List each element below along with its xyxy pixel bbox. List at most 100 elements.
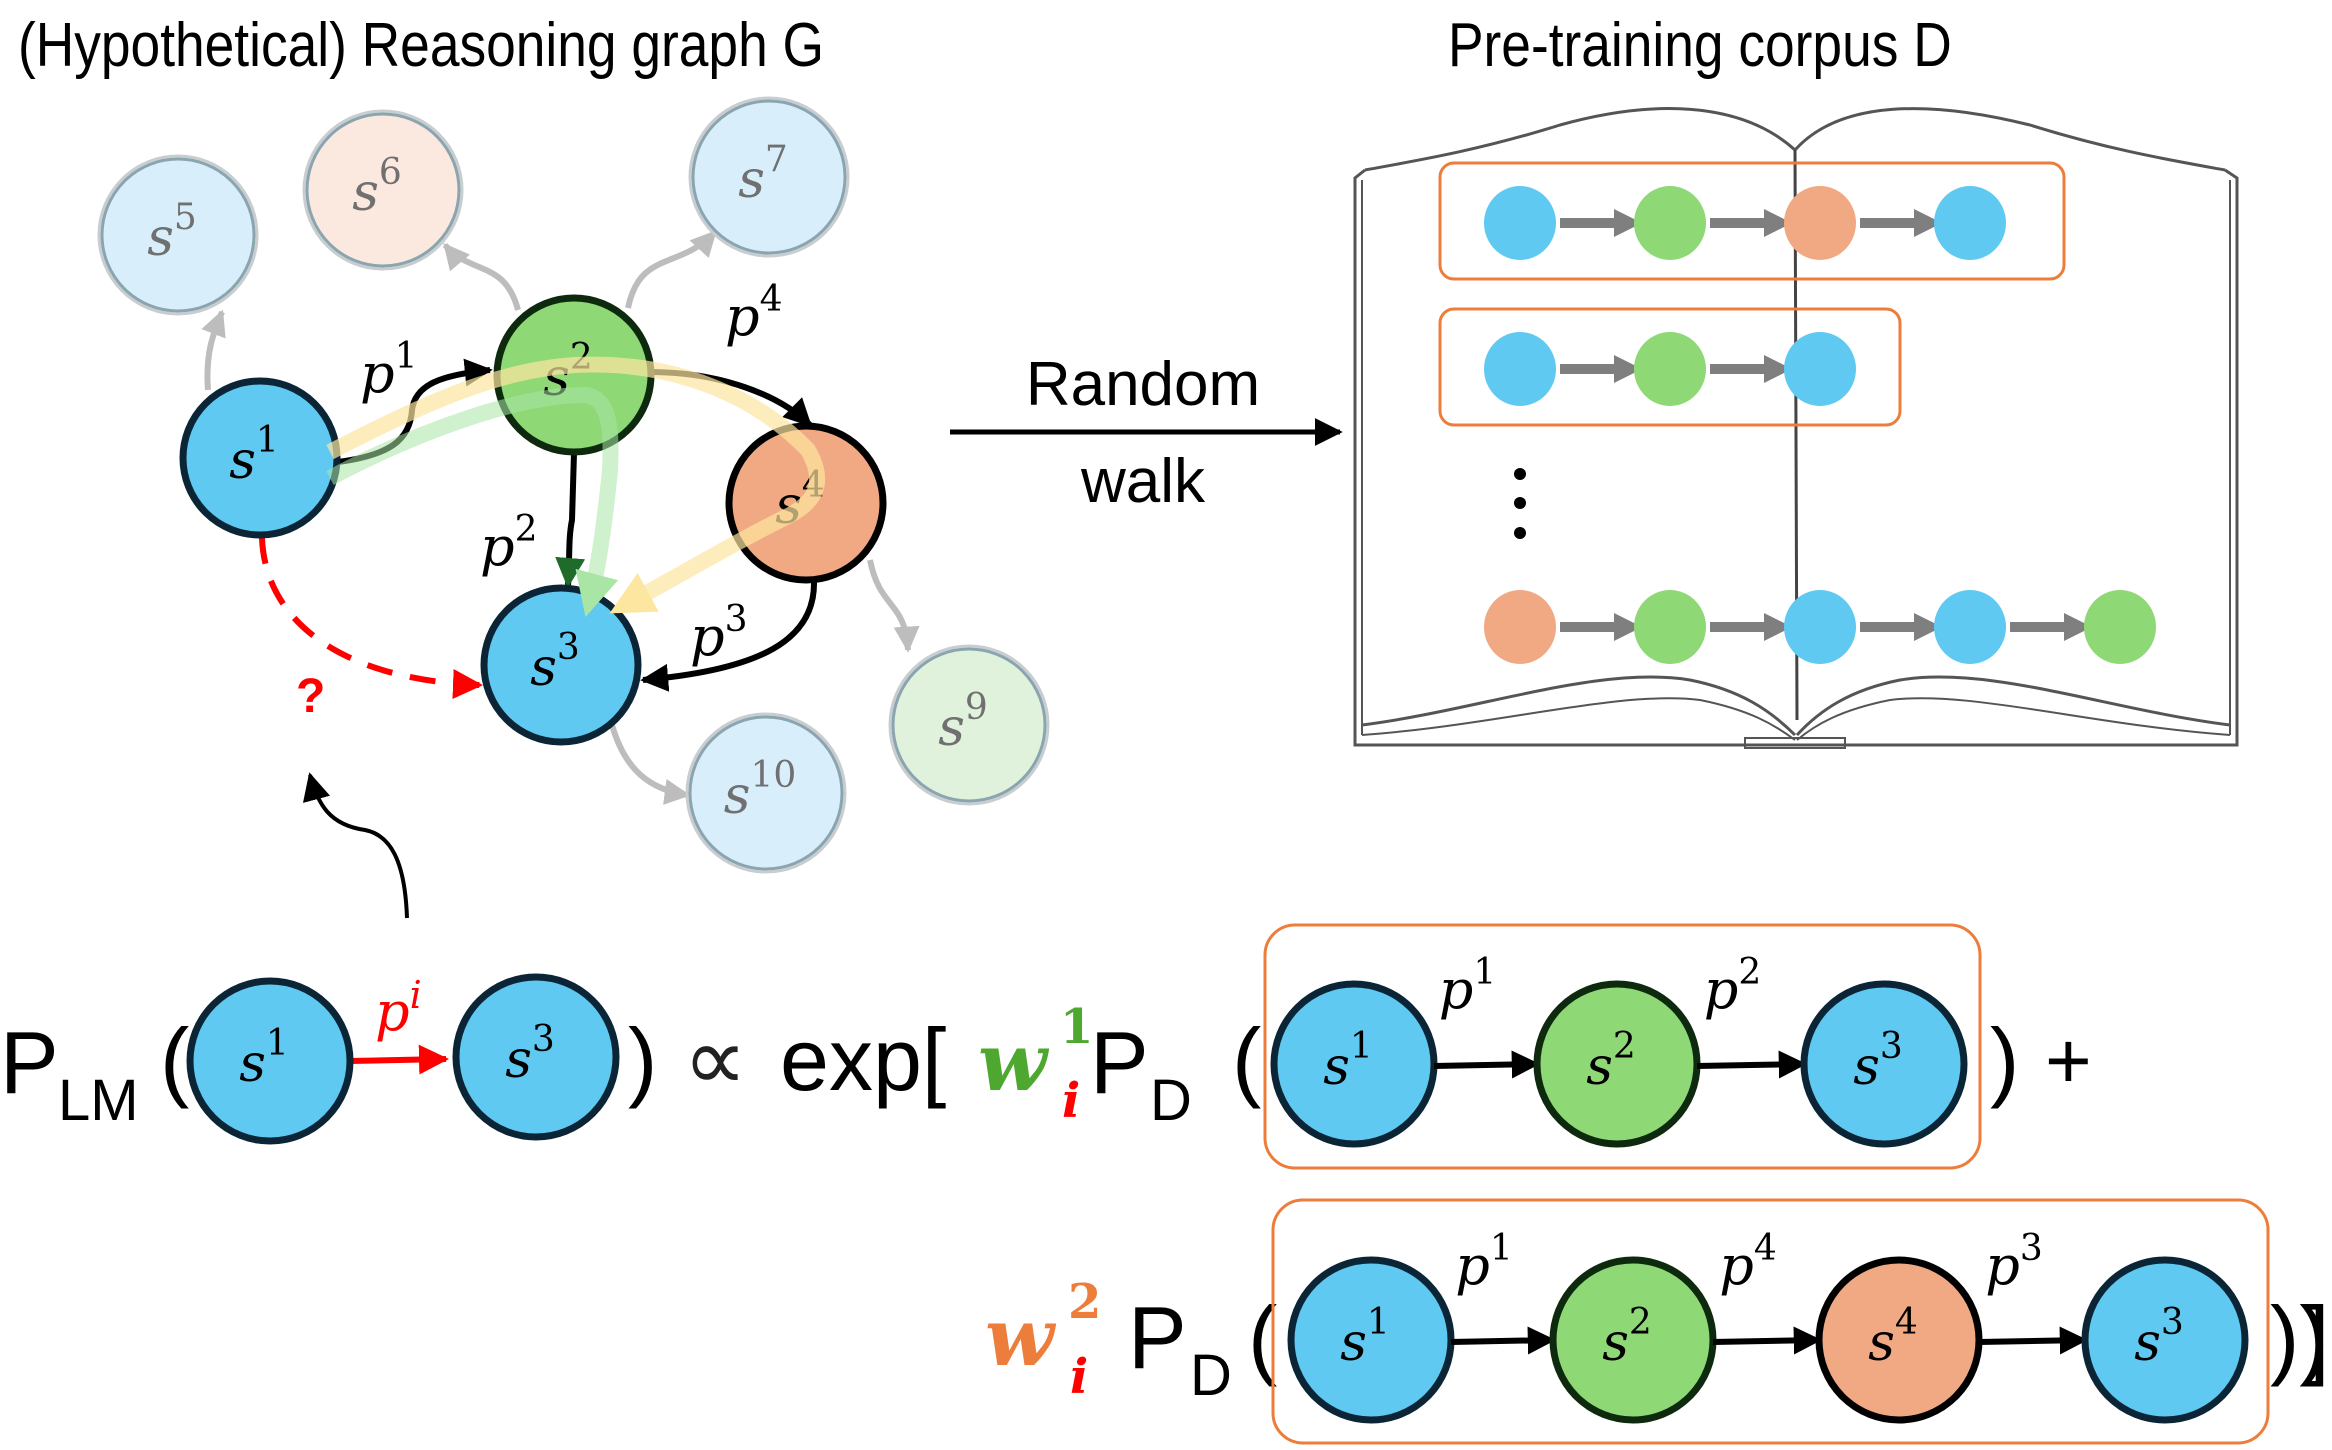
- weight-2-sup: 2: [1068, 1274, 1101, 1330]
- term1-edge-arrow: [1433, 1050, 1540, 1079]
- term2-node-s4-label: s4: [1868, 1302, 1918, 1373]
- corpus-token-orange: [1484, 590, 1556, 664]
- term2-node-s1: s1: [1287, 1256, 1455, 1424]
- term1-path-box: [1263, 923, 1982, 1170]
- corpus-token-blue: [1484, 332, 1556, 406]
- term2-path-box: [1271, 1198, 2270, 1445]
- question-mark: ?: [296, 670, 325, 723]
- book-binding: [1744, 737, 1846, 749]
- term1-node-s1: s1: [1270, 980, 1438, 1148]
- close-bracket: ]: [2305, 1288, 2329, 1387]
- random-walk-arrow: Random walk: [950, 350, 1343, 516]
- lhs-node-s3: s3: [452, 973, 620, 1141]
- book-bottom-right-pages: [1795, 675, 2231, 737]
- term1-edge-arrow: [1696, 1050, 1807, 1079]
- node-s9-halo: [888, 644, 1050, 806]
- term2-node-s3: s3: [2081, 1256, 2249, 1424]
- p-lm-subscript: LM: [58, 1068, 139, 1133]
- p-d-symbol-1: P: [1090, 1013, 1149, 1112]
- book-right-edge: [1800, 168, 2239, 747]
- corpus-token-green: [2084, 590, 2156, 664]
- corpus-token-green: [1634, 186, 1706, 260]
- edge-s1-s3-question: [259, 537, 483, 700]
- node-s9: s9: [888, 644, 1050, 806]
- random-walk-label-line2: walk: [1080, 447, 1206, 516]
- corpus-title: Pre-training corpus D: [1448, 11, 1952, 80]
- edge-s2-s3: [555, 452, 586, 588]
- corpus-token-blue: [1784, 590, 1856, 664]
- term1-node-s1-label: s1: [1323, 1026, 1373, 1097]
- node-s1-circle: [179, 377, 341, 539]
- term2-close-parens: )): [2270, 1288, 2329, 1387]
- term2-node-s3-circle: [2081, 1256, 2249, 1424]
- corpus-sequence-box: [1438, 307, 1902, 427]
- term2-edge-arrow: [1450, 1326, 1556, 1355]
- node-s6-circle: [305, 112, 461, 268]
- node-s5-circle: [100, 157, 256, 313]
- corpus-token-blue: [1484, 186, 1556, 260]
- book-top-right-page: [1793, 107, 2226, 172]
- edge-label-s2-s4: p4: [725, 279, 782, 348]
- book-top-left-page: [1364, 107, 1797, 172]
- lhs-open-paren: (: [160, 1010, 189, 1109]
- node-s9-circle: [891, 647, 1047, 803]
- term2-node-s2: s2: [1549, 1256, 1717, 1424]
- highlight-path-green: [326, 386, 619, 618]
- random-walk-label-line1: Random: [1026, 350, 1260, 419]
- plus-sign: +: [2045, 1016, 2092, 1105]
- term1-node-s3-label: s3: [1853, 1026, 1903, 1097]
- node-s5-label: s5: [147, 197, 197, 268]
- weight-1-sup: 1: [1060, 999, 1093, 1055]
- book-bottom-right-pages-2: [1796, 697, 2231, 741]
- node-s6-label: s6: [352, 152, 402, 223]
- corpus-sequence-box: [1438, 161, 2066, 281]
- corpus-token-blue: [1934, 590, 2006, 664]
- lhs-node-s1-label: s1: [239, 1023, 289, 1094]
- corpus-sequence-2: [1438, 307, 1902, 427]
- corpus-token-orange: [1784, 186, 1856, 260]
- node-s6: s6: [302, 109, 464, 271]
- node-s7-label: s7: [738, 139, 788, 210]
- lhs-edge-arrow: [349, 1044, 449, 1075]
- node-s7-halo: [688, 96, 850, 258]
- term1-node-s2: s2: [1533, 980, 1701, 1148]
- node-s9-label: s9: [938, 687, 988, 758]
- pointer-arrow: [302, 772, 409, 919]
- term2-node-s4: s4: [1815, 1256, 1983, 1424]
- term1-node-s3-circle: [1800, 980, 1968, 1148]
- highlighted-paths: [326, 356, 826, 618]
- edge-label-s1-s2: p1: [360, 336, 417, 405]
- faded-edges: [201, 229, 920, 805]
- term2-edge-label: p4: [1719, 1228, 1776, 1297]
- lhs-close-paren: ): [628, 1010, 657, 1109]
- edge-s3-s10: [609, 724, 691, 805]
- book-bottom-left-pages-2: [1361, 697, 1796, 741]
- edge-s2-s7: [625, 229, 718, 309]
- term2-edge-arrow: [1712, 1326, 1822, 1355]
- node-s5: s5: [97, 154, 259, 316]
- corpus-sequence-1: [1438, 161, 2066, 281]
- term1-edge-label: p2: [1704, 952, 1761, 1021]
- corpus-token-green: [1634, 332, 1706, 406]
- reasoning-graph-title: (Hypothetical) Reasoning graph G: [18, 11, 824, 80]
- term2-edge-label: p3: [1985, 1228, 2042, 1297]
- edge-s4-s3: [640, 581, 818, 692]
- corpus-sequence-3: [1484, 590, 2156, 664]
- term2-node-s1-label: s1: [1340, 1302, 1390, 1373]
- weight-2-base: w: [985, 1290, 1057, 1384]
- ellipsis-dot: [1514, 468, 1526, 480]
- node-s10-halo: [685, 712, 847, 874]
- term2-node-s2-label: s2: [1602, 1302, 1652, 1373]
- edge-label-s2-s3: p2: [480, 509, 537, 578]
- edge-s2-s6: [442, 242, 521, 311]
- node-s3-label: s3: [530, 627, 580, 698]
- node-s10-circle: [688, 715, 844, 871]
- weight-1-sub: i: [1062, 1073, 1080, 1129]
- lhs-node-s3-label: s3: [505, 1019, 555, 1090]
- exp-bracket: exp[: [780, 1010, 946, 1109]
- node-s1: s1: [179, 377, 341, 539]
- term1-node-s3: s3: [1800, 980, 1968, 1148]
- term1-close-paren: ): [1990, 1010, 2019, 1109]
